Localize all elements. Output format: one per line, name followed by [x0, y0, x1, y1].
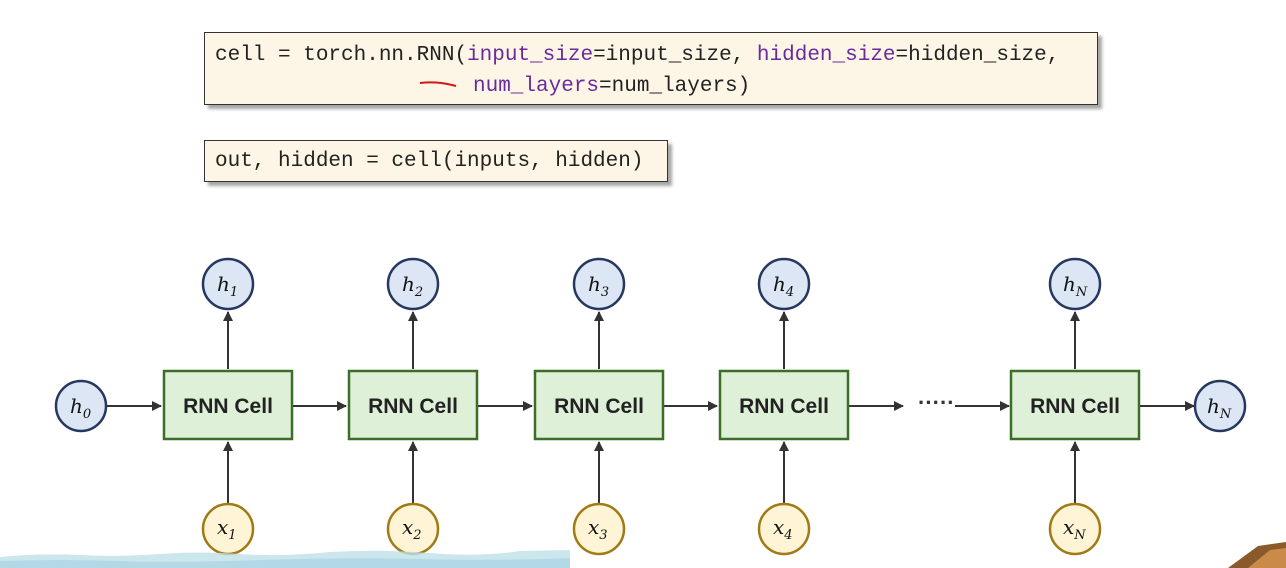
- code-token: =input_size,: [593, 44, 757, 67]
- hN-output-label: hN: [1207, 394, 1232, 422]
- decorative-bottom-wave: [0, 550, 570, 568]
- code-keyword-num-layers: num_layers: [473, 75, 600, 98]
- code-block-rnn-call: out, hidden = cell(inputs, hidden): [204, 140, 668, 182]
- h-node: [572, 257, 626, 311]
- decorative-corner-image: [1228, 542, 1286, 568]
- x-label: x2: [402, 515, 422, 543]
- rnn-cell-label: RNN Cell: [183, 395, 273, 418]
- code-keyword-hidden-size: hidden_size: [756, 44, 896, 67]
- h-label: h2: [402, 272, 423, 300]
- hN-output-node: hN: [1193, 379, 1247, 433]
- rnn-cell-label: RNN Cell: [739, 395, 829, 418]
- h-label: h4: [773, 272, 794, 300]
- rnn-column-1: RNN Cell h1 x1: [162, 257, 294, 556]
- x-node: [572, 502, 626, 556]
- x-label: xN: [1063, 515, 1086, 543]
- h0-label: h0: [70, 394, 91, 422]
- code-keyword-input-size: input_size: [467, 44, 594, 67]
- code-line-1: cell = torch.nn.RNN(input_size=input_siz…: [215, 43, 1059, 69]
- rnn-cell-box: [1009, 369, 1141, 441]
- h-node: [1048, 257, 1102, 311]
- rnn-cell-box: [533, 369, 665, 441]
- h-label: h1: [217, 272, 238, 300]
- rnn-column-4: RNN Cell h4 x4: [718, 257, 850, 556]
- red-underline-annotation: [419, 81, 457, 87]
- rnn-column-2: RNN Cell h2 x2: [347, 257, 479, 556]
- rnn-cell-label: RNN Cell: [554, 395, 644, 418]
- rnn-cell-label: RNN Cell: [1030, 395, 1120, 418]
- x-label: x1: [217, 515, 237, 543]
- x-label: x4: [773, 515, 793, 543]
- code-block-rnn-constructor: cell = torch.nn.RNN(input_size=input_siz…: [204, 32, 1098, 105]
- ellipsis: ·····: [918, 390, 955, 415]
- h-node: [386, 257, 440, 311]
- code-line-2: num_layers=num_layers): [473, 74, 750, 100]
- x-node: [1048, 502, 1102, 556]
- rnn-cell-label: RNN Cell: [368, 395, 458, 418]
- code-line-3: out, hidden = cell(inputs, hidden): [215, 150, 644, 173]
- code-token: =hidden_size,: [895, 44, 1060, 67]
- rnn-cell-box: [347, 369, 479, 441]
- rnn-cell-box: [162, 369, 294, 441]
- h0-node: h0: [54, 379, 108, 433]
- x-label: x3: [588, 515, 608, 543]
- h-label: h3: [588, 272, 609, 300]
- code-token: cell = torch.nn.RNN(: [215, 44, 468, 67]
- rnn-cell-box: [718, 369, 850, 441]
- h-node: [757, 257, 811, 311]
- rnn-column-3: RNN Cell h3 x3: [533, 257, 665, 556]
- x-node: [757, 502, 811, 556]
- rnn-column-n: RNN Cell hN xN: [1009, 257, 1141, 556]
- h-label: hN: [1063, 272, 1088, 300]
- code-token: =num_layers): [599, 75, 751, 98]
- h-node: [201, 257, 255, 311]
